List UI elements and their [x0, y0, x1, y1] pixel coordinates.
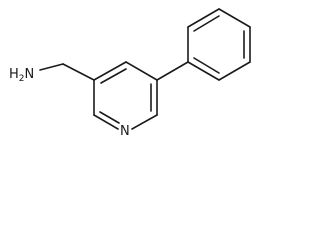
amine-label-prefix: H: [9, 67, 19, 82]
ring-nitrogen-label: N: [120, 124, 130, 139]
aminomethyl-group: [39, 63, 95, 81]
double-bond-c2-n: [99, 111, 120, 124]
bond-ph-2-3: [187, 8, 220, 28]
bond-c5-c4: [125, 61, 158, 81]
bond-pyridine-phenyl: [156, 61, 189, 81]
amine-label-subscript: 2: [19, 74, 25, 84]
bond-c2-n: [93, 114, 119, 130]
amine-label: H2N: [9, 67, 34, 84]
bond-n-ch2: [39, 63, 64, 71]
bond-c4-c3: [93, 61, 127, 81]
bond-n-c6: [131, 114, 158, 130]
double-bond-c3-c4: [100, 68, 127, 84]
bond-ph-3-4: [218, 8, 251, 28]
double-bond-ph-2-3: [193, 15, 220, 32]
phenyl-ring: [187, 8, 251, 81]
pyridine-ring: [93, 61, 158, 130]
bond-ch2-ring: [62, 63, 95, 81]
double-bond-ph-6-1: [193, 57, 220, 74]
amine-label-suffix: N: [25, 67, 35, 82]
chemical-structure-diagram: H2N N: [9, 8, 251, 139]
bond-ph-5-6: [218, 61, 251, 81]
bond-ph-6-1: [187, 61, 220, 81]
